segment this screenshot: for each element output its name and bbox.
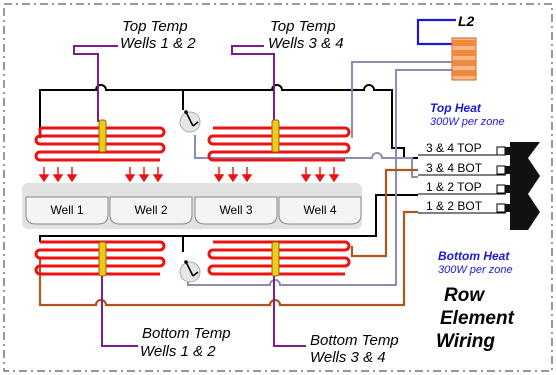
sensor-label-bottom-34-line2: Wells 3 & 4: [310, 349, 386, 366]
sensor-label-bottom-34-line1: Bottom Temp: [310, 332, 399, 349]
well-4: Well 4: [278, 196, 362, 225]
terminal-row-2: 3 & 4 BOT: [418, 161, 510, 176]
terminal-label: 3 & 4 BOT: [426, 161, 483, 175]
heat-arrows: [38, 167, 340, 183]
sensor-label-top-34-line1: Top Temp: [270, 18, 336, 35]
caption-line-1: Row: [444, 285, 485, 306]
bottom-wire-34: [350, 168, 418, 258]
sensor-probe-top-12: [98, 119, 107, 153]
terminal-row-1: 3 & 4 TOP: [418, 141, 510, 156]
sensor-label-top-34-line2: Wells 3 & 4: [268, 35, 344, 52]
supply-wire-l2: [416, 18, 456, 46]
sensor-label-bottom-12-line2: Wells 1 & 2: [140, 343, 216, 360]
sensor-probe-top-34: [271, 119, 280, 153]
caption-line-2: Element: [440, 308, 515, 329]
terminal-label: 3 & 4 TOP: [426, 141, 482, 155]
sensor-lead-top-12: [73, 45, 118, 122]
sensor-lead-bottom-12: [101, 276, 138, 347]
bottom-wire-12: [38, 210, 418, 307]
return-wire-bottom-34: [187, 69, 452, 286]
caption-line-3: Wiring: [436, 331, 495, 352]
well-1: Well 1: [25, 196, 109, 225]
return-wire-top-12: [194, 135, 418, 178]
sensor-probe-bottom-34: [271, 241, 280, 277]
sensor-label-top-12-line2: Wells 1 & 2: [120, 35, 196, 52]
terminal-label: 1 & 2 TOP: [426, 180, 482, 194]
heat-arrow-group-well-3: [213, 167, 253, 183]
dashed-border: [3, 3, 553, 372]
thermal-switch-top-icon: [179, 110, 201, 133]
return-wire-top-34: [351, 61, 452, 138]
common-wire-top: [39, 84, 418, 159]
top-heat-subtitle: 300W per zone: [430, 116, 505, 128]
bottom-heat-subtitle: 300W per zone: [438, 264, 513, 276]
terminal-row-4: 1 & 2 BOT: [418, 199, 510, 214]
top-heat-title: Top Heat: [430, 101, 482, 115]
terminal-label: 1 & 2 BOT: [426, 199, 483, 213]
terminal-row-3: 1 & 2 TOP: [418, 180, 510, 195]
heat-arrow-group-well-4: [300, 167, 340, 183]
well-3: Well 3: [194, 196, 278, 225]
well-label: Well 1: [50, 203, 83, 217]
well-label: Well 2: [134, 203, 167, 217]
sensor-lead-bottom-34: [273, 276, 306, 347]
terminal-block: [510, 142, 540, 230]
heat-arrow-group-well-2: [124, 167, 164, 183]
heat-arrow-group-well-1: [38, 167, 78, 183]
thermal-switch-bottom-icon: [179, 260, 201, 283]
sensor-label-top-12-line1: Top Temp: [122, 18, 188, 35]
supply-connector-icon: [451, 37, 477, 81]
well-label: Well 3: [219, 203, 252, 217]
sensor-probe-bottom-12: [98, 241, 107, 277]
sensor-lead-top-34: [231, 45, 275, 122]
supply-label: L2: [458, 13, 475, 29]
well-2: Well 2: [109, 196, 193, 225]
well-label: Well 4: [303, 203, 336, 217]
sensor-label-bottom-12-line1: Bottom Temp: [142, 325, 231, 342]
bottom-heat-title: Bottom Heat: [438, 249, 510, 263]
